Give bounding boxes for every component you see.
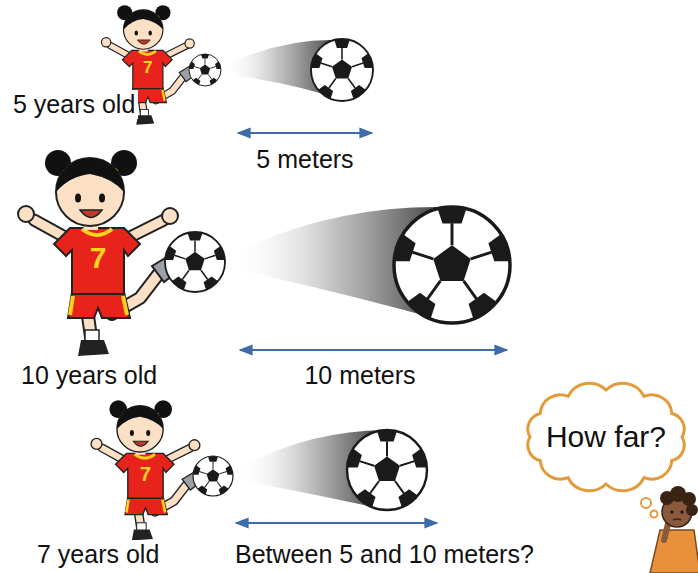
soccer-ball: [185, 50, 226, 91]
thinking-girl: [641, 486, 698, 573]
distance-label: 5 meters: [253, 145, 356, 174]
soccer-ball: [337, 421, 440, 522]
jersey-number: 7: [143, 59, 153, 76]
thought-cloud: How far?: [516, 376, 696, 498]
question-label: Between 5 and 10 meters?: [232, 540, 537, 569]
jersey-number: 7: [140, 464, 151, 484]
soccer-ball: [303, 32, 383, 111]
distance-arrow: [240, 349, 507, 351]
age-label: 10 years old: [18, 361, 160, 390]
kicking-girl: [18, 150, 182, 356]
kicking-girl: [91, 400, 203, 540]
soccer-ball: [188, 452, 240, 503]
distance-arrow: [236, 522, 437, 524]
age-label: 5 years old: [10, 90, 138, 119]
soccer-ball: [380, 194, 529, 341]
bubble-text: How far?: [546, 420, 666, 455]
jersey-number: 7: [90, 243, 107, 273]
distance-arrow: [238, 132, 372, 134]
soccer-ball: [158, 225, 235, 301]
age-label: 7 years old: [34, 540, 162, 569]
cloud-outline: [528, 383, 684, 491]
distance-label: 10 meters: [301, 361, 418, 390]
